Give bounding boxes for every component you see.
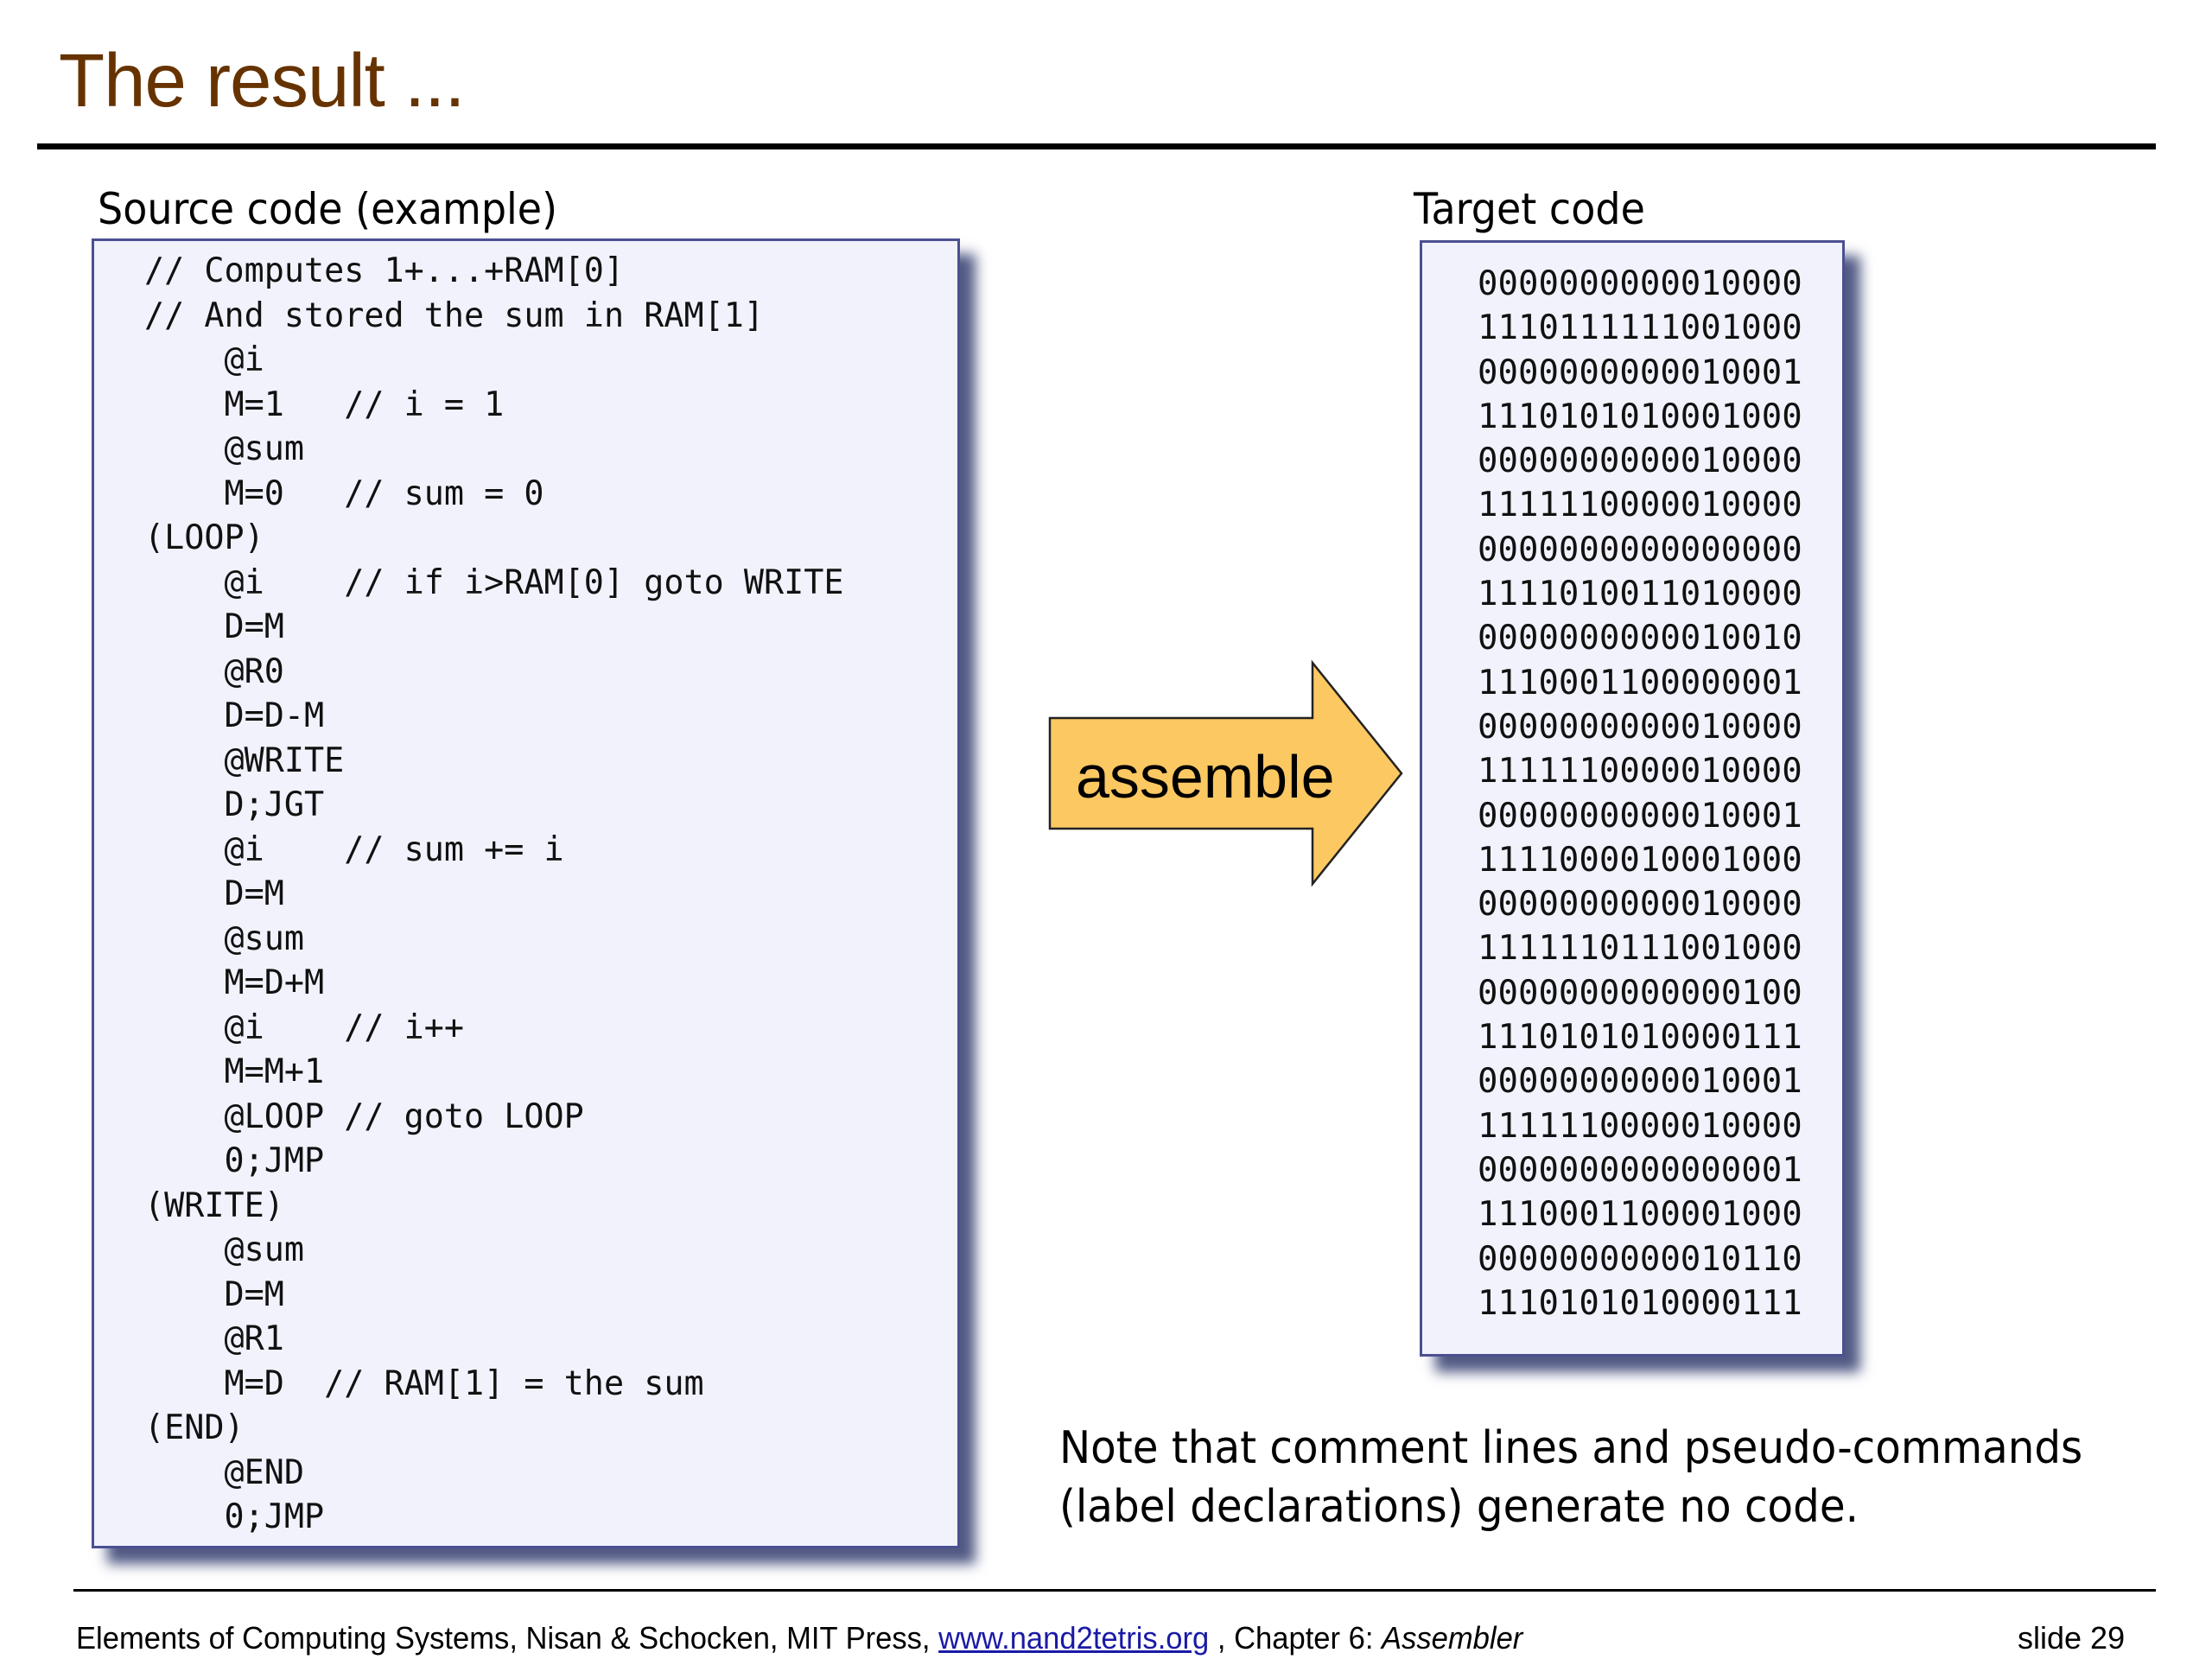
nand2tetris-link[interactable]: www.nand2tetris.org bbox=[938, 1620, 1210, 1656]
source-code-line: @END bbox=[144, 1452, 305, 1492]
binary-code-line: 0000000000010001 bbox=[1478, 353, 1802, 392]
source-code-line: // Computes 1+...+RAM[0] bbox=[144, 251, 625, 290]
source-code-line: 0;JMP bbox=[144, 1141, 325, 1180]
source-code-line: @sum bbox=[144, 1230, 305, 1269]
source-code-line: @LOOP // goto LOOP bbox=[144, 1096, 584, 1136]
footer-prefix: Elements of Computing Systems, Nisan & S… bbox=[76, 1620, 939, 1656]
binary-code-line: 0000000000010010 bbox=[1478, 619, 1802, 658]
binary-code-line: 0000000000000000 bbox=[1478, 530, 1802, 569]
target-code-label: Target code bbox=[1414, 184, 1645, 234]
binary-code-line: 1111000010001000 bbox=[1478, 840, 1802, 880]
source-code-line: D;JGT bbox=[144, 785, 325, 824]
source-code-line: @WRITE bbox=[144, 741, 345, 780]
binary-code-line: 1110101010001000 bbox=[1478, 397, 1802, 436]
source-code-line: M=D+M bbox=[144, 963, 325, 1002]
slide-number: slide 29 bbox=[2018, 1620, 2126, 1656]
source-code-line: D=M bbox=[144, 874, 284, 913]
footer-divider bbox=[73, 1589, 2156, 1592]
source-code-line: D=M bbox=[144, 1274, 284, 1314]
note-text-line-2: (label declarations) generate no code. bbox=[1059, 1481, 1859, 1533]
source-code-line: @R0 bbox=[144, 652, 284, 691]
source-code-line: M=1 // i = 1 bbox=[144, 385, 505, 424]
source-code-line: 0;JMP bbox=[144, 1497, 325, 1536]
source-code-listing: // Computes 1+...+RAM[0] // And stored th… bbox=[144, 249, 843, 1540]
source-code-line: @sum bbox=[144, 918, 305, 958]
binary-code-line: 0000000000010110 bbox=[1478, 1239, 1802, 1279]
source-code-line: @i // sum += i bbox=[144, 830, 564, 869]
source-code-line: @R1 bbox=[144, 1319, 284, 1358]
binary-code-line: 0000000000010001 bbox=[1478, 1062, 1802, 1102]
source-code-line: @i bbox=[144, 340, 264, 379]
binary-code-line: 1110111111001000 bbox=[1478, 308, 1802, 348]
binary-code-line: 0000000000010000 bbox=[1478, 707, 1802, 747]
slide-title: The result ... bbox=[59, 39, 466, 123]
source-code-line: D=M bbox=[144, 607, 284, 646]
source-code-line: M=D // RAM[1] = the sum bbox=[144, 1363, 704, 1403]
binary-code-line: 0000000000010000 bbox=[1478, 442, 1802, 481]
assemble-arrow-shape bbox=[1048, 659, 1403, 887]
binary-code-line: 0000000000010000 bbox=[1478, 885, 1802, 925]
source-code-line: @i // if i>RAM[0] goto WRITE bbox=[144, 563, 844, 602]
source-code-line: M=0 // sum = 0 bbox=[144, 474, 544, 513]
binary-code-line: 0000000000000100 bbox=[1478, 973, 1802, 1013]
footer-middle: , Chapter 6: bbox=[1209, 1620, 1382, 1656]
source-code-line: (WRITE) bbox=[144, 1185, 284, 1225]
source-code-line: (END) bbox=[144, 1408, 245, 1447]
binary-code-line: 1111110000010000 bbox=[1478, 486, 1802, 525]
source-code-line: (LOOP) bbox=[144, 518, 264, 557]
footer-citation: Elements of Computing Systems, Nisan & S… bbox=[76, 1619, 1522, 1657]
source-code-line: // And stored the sum in RAM[1] bbox=[144, 296, 764, 335]
binary-code-line: 0000000000010001 bbox=[1478, 796, 1802, 836]
assemble-label: assemble bbox=[1076, 743, 1335, 810]
binary-code-line: 1111110111001000 bbox=[1478, 929, 1802, 969]
binary-code-line: 1111010011010000 bbox=[1478, 575, 1802, 614]
binary-code-line: 1111110000010000 bbox=[1478, 752, 1802, 791]
title-divider bbox=[37, 143, 2156, 149]
source-code-label: Source code (example) bbox=[98, 184, 558, 234]
note-text-line-1: Note that comment lines and pseudo-comma… bbox=[1059, 1422, 2083, 1474]
source-code-line: @sum bbox=[144, 429, 305, 468]
source-code-line: D=D-M bbox=[144, 696, 325, 735]
binary-code-line: 0000000000010000 bbox=[1478, 264, 1802, 303]
target-code-listing: 0000000000010000 1110111111001000 00000000… bbox=[1478, 262, 1802, 1325]
binary-code-line: 1110001100000001 bbox=[1478, 663, 1802, 702]
source-code-line: M=M+1 bbox=[144, 1052, 325, 1091]
target-code-box: 0000000000010000 1110111111001000 00000000… bbox=[1420, 240, 1845, 1357]
source-code-line: @i // i++ bbox=[144, 1007, 465, 1047]
binary-code-line: 1110001100001000 bbox=[1478, 1195, 1802, 1235]
footer-chapter: Assembler bbox=[1382, 1620, 1523, 1656]
binary-code-line: 1110101010000111 bbox=[1478, 1283, 1802, 1323]
source-code-box: // Computes 1+...+RAM[0] // And stored th… bbox=[92, 238, 960, 1548]
binary-code-line: 1110101010000111 bbox=[1478, 1018, 1802, 1058]
binary-code-line: 0000000000000001 bbox=[1478, 1150, 1802, 1190]
right-arrow-icon bbox=[1048, 659, 1403, 887]
binary-code-line: 1111110000010000 bbox=[1478, 1106, 1802, 1146]
